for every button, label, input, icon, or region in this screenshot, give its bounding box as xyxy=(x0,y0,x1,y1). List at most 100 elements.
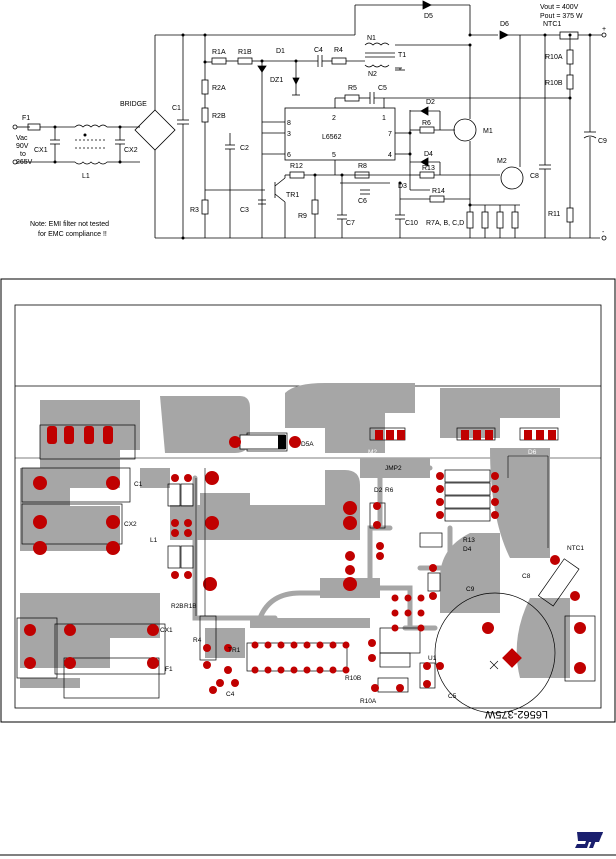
label-d3: D3 xyxy=(398,183,407,190)
pcb-label-r2b: R2B xyxy=(171,603,184,610)
pin-6: 6 xyxy=(287,152,291,159)
label-n1: N1 xyxy=(367,35,376,42)
pcb-label-r7c: R7C xyxy=(415,505,428,512)
schematic-diagram: F1 Vac 90V to 265V CX1 L1 CX2 BRIDGE C1 … xyxy=(12,0,607,241)
pcb-label-r2a: R2A xyxy=(165,460,178,467)
pcb-label-c8: C8 xyxy=(522,573,531,580)
label-c1: C1 xyxy=(172,105,181,112)
label-c5: C5 xyxy=(378,85,387,92)
pcb-layout: BRIDGE R2A R1A C1 CX2 L1 R2B R1B CX1 F1 … xyxy=(0,278,616,723)
bridge-rectifier-symbol xyxy=(134,109,176,151)
label-l1: L1 xyxy=(82,173,90,180)
label-r10a: R10A xyxy=(545,54,563,61)
label-c6: C6 xyxy=(358,198,367,205)
label-r5: R5 xyxy=(348,85,357,92)
label-c2: C2 xyxy=(240,145,249,152)
st-logo-icon xyxy=(575,832,603,848)
label-m1: M1 xyxy=(483,128,493,135)
bridge-outline xyxy=(39,424,136,460)
label-tr1: TR1 xyxy=(286,192,299,199)
output-minus: - xyxy=(602,229,605,236)
label-f1: F1 xyxy=(22,115,30,122)
pcb-label-bridge: BRIDGE xyxy=(132,460,158,467)
pin-5: 5 xyxy=(332,152,336,159)
label-t1: T1 xyxy=(398,52,406,59)
label-c7: C7 xyxy=(346,220,355,227)
label-r14: R14 xyxy=(432,188,445,195)
pcb-label-c5: C5 xyxy=(448,693,457,700)
label-d4: D4 xyxy=(424,151,433,158)
label-bridge: BRIDGE xyxy=(120,101,147,108)
pcb-label-tr1: TR1 xyxy=(228,647,241,654)
pin-3: 3 xyxy=(287,131,291,138)
label-r4: R4 xyxy=(334,47,343,54)
pcb-label-r7a: R7A xyxy=(415,521,428,528)
label-c10: C10 xyxy=(405,220,418,227)
pcb-label-c9: C9 xyxy=(466,586,475,593)
pcb-label-r1b: R1B xyxy=(184,603,197,610)
pcb-label-r4: R4 xyxy=(193,637,202,644)
label-c4: C4 xyxy=(314,47,323,54)
pcb-label-r7b: R7B xyxy=(415,491,428,498)
output-pout: Pout = 375 W xyxy=(540,13,583,20)
label-r2a: R2A xyxy=(212,85,226,92)
label-d6: D6 xyxy=(500,21,509,28)
label-r1b: R1B xyxy=(238,49,252,56)
input-range-bottom: 265V xyxy=(16,159,33,166)
label-r13: R13 xyxy=(422,165,435,172)
output-plus: + xyxy=(602,26,606,33)
pcb-label-f1: F1 xyxy=(165,666,173,673)
pcb-label-r6: R6 xyxy=(385,487,394,494)
pcb-label-d2: D2 xyxy=(374,487,383,494)
label-c9: C9 xyxy=(598,138,607,145)
label-d2: D2 xyxy=(426,99,435,106)
ic-label: L6562 xyxy=(322,134,342,141)
pcb-label-r10a: R10A xyxy=(360,698,377,705)
label-r11: R11 xyxy=(548,211,560,218)
pcb-label-cx2: CX2 xyxy=(124,521,137,528)
pcb-label-d5a: D5A xyxy=(301,441,314,448)
note-line-1: Note: EMI filter not tested xyxy=(30,221,109,228)
label-r10b: R10B xyxy=(545,80,563,87)
pcb-label-l1: L1 xyxy=(150,537,158,544)
label-m2: M2 xyxy=(497,158,507,165)
pcb-label-cx1: CX1 xyxy=(160,627,173,634)
footer xyxy=(0,832,616,856)
pin-8: 8 xyxy=(287,120,291,127)
label-d5: D5 xyxy=(424,13,433,20)
input-vac: Vac xyxy=(16,135,28,142)
label-dz1: DZ1 xyxy=(270,77,283,84)
label-n2: N2 xyxy=(368,71,377,78)
output-vout: Vout = 400V xyxy=(540,4,579,11)
pcb-label-jmp2: JMP2 xyxy=(385,465,402,472)
pcb-label-r7d: R7D xyxy=(415,478,428,485)
pcb-label-m2: M2 xyxy=(368,449,377,456)
pcb-label-r13: R13 xyxy=(463,537,475,544)
pcb-label-d4: D4 xyxy=(463,546,472,553)
label-r8: R8 xyxy=(358,163,367,170)
label-r7-bank: R7A, B, C,D xyxy=(426,220,464,227)
note-line-2: for EMC compliance !! xyxy=(38,231,107,238)
label-c8: C8 xyxy=(530,173,539,180)
label-d1: D1 xyxy=(276,48,285,55)
pcb-label-u1: U1 xyxy=(428,655,437,662)
pcb-label-d6: D6 xyxy=(528,449,537,456)
pcb-label-m1: M1 xyxy=(459,449,468,456)
pin-4: 4 xyxy=(388,152,392,159)
pcb-label-r10b: R10B xyxy=(345,675,361,682)
pin-2: 2 xyxy=(332,115,336,122)
pcb-label-r1a: R1A xyxy=(183,460,196,467)
pcb-label-ntc1: NTC1 xyxy=(567,545,584,552)
label-r12: R12 xyxy=(290,163,303,170)
ic-l6562-symbol xyxy=(284,107,396,161)
label-ntc1: NTC1 xyxy=(543,21,561,28)
pin-1: 1 xyxy=(382,115,386,122)
label-cx2: CX2 xyxy=(124,147,138,154)
label-r6: R6 xyxy=(422,120,431,127)
input-to: to xyxy=(20,151,26,158)
pcb-label-c4: C4 xyxy=(226,691,235,698)
pin-7: 7 xyxy=(388,131,392,138)
label-r1a: R1A xyxy=(212,49,226,56)
label-c3: C3 xyxy=(240,207,249,214)
label-cx1: CX1 xyxy=(34,147,48,154)
